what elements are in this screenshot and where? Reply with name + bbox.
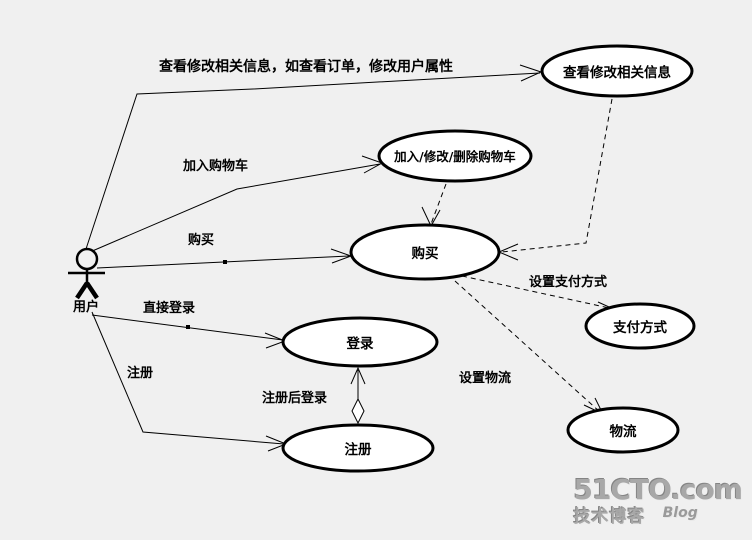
dep-cart-buy-line	[430, 183, 447, 225]
use-case-view-info: 查看修改相关信息	[540, 44, 694, 98]
edge-label-register: 注册	[127, 365, 153, 381]
edge-view-info-line	[85, 72, 541, 250]
use-case-payment-shape	[584, 302, 696, 350]
watermark-brand: 51CTO.com	[573, 473, 743, 506]
use-case-login: 登录	[281, 316, 439, 368]
line-handle-dot	[186, 325, 190, 329]
use-case-logistics-shape	[566, 406, 680, 454]
use-case-login-shape	[281, 316, 439, 368]
edge-label-view-info: 查看修改相关信息，如查看订单，修改用户属性	[159, 58, 453, 75]
use-case-register-shape	[281, 423, 435, 473]
edge-label-buy: 购买	[188, 232, 214, 248]
edge-register-line	[91, 311, 285, 445]
dep-cart-buy-arrowhead	[421, 206, 441, 228]
dep-viewinfo-buy-arrowhead	[497, 243, 519, 261]
use-case-login-label: 登录	[346, 335, 374, 352]
actor-label: 用户	[72, 299, 99, 315]
edge-view-info-arrowhead	[519, 64, 543, 82]
actor-leg-left	[75, 281, 89, 300]
use-case-register-label: 注册	[345, 441, 372, 458]
use-case-nodes: 查看修改相关信息 加入/修改/删除购物车 购买 登录 注册 支付方式	[281, 44, 696, 473]
use-case-cart-label: 加入/修改/删除购物车	[393, 149, 516, 164]
use-case-logistics: 物流	[566, 406, 680, 454]
edge-register-login-diamond	[351, 397, 365, 425]
use-case-buy-label: 购买	[412, 245, 439, 262]
watermark-tagline: 技术博客	[573, 507, 646, 527]
edge-add-to-cart-line	[89, 163, 381, 253]
edge-labels: 查看修改相关信息，如查看订单，修改用户属性 加入购物车 购买 直接登录 注册 注…	[127, 58, 607, 406]
use-case-cart: 加入/修改/删除购物车	[377, 129, 533, 183]
use-case-payment: 支付方式	[584, 302, 696, 350]
edge-label-set-logistics: 设置物流	[459, 370, 511, 386]
use-case-buy-shape	[349, 223, 501, 281]
watermark-blog-badge: Blog	[662, 505, 698, 521]
actor-leg-right	[85, 281, 99, 300]
dep-viewinfo-buy-line	[501, 98, 613, 253]
use-case-cart-shape	[377, 129, 533, 183]
edge-label-set-payment: 设置支付方式	[529, 274, 607, 290]
edge-label-add-to-cart: 加入购物车	[182, 158, 248, 174]
use-case-register: 注册	[281, 423, 435, 473]
edge-register-login-arrowhead	[350, 366, 366, 385]
use-case-payment-label: 支付方式	[612, 319, 667, 336]
dep-buy-payment-line	[461, 275, 615, 310]
use-case-logistics-label: 物流	[610, 423, 638, 440]
line-handle-dot	[223, 260, 227, 264]
edge-label-direct-login: 直接登录	[143, 300, 195, 316]
actor-head	[75, 247, 99, 271]
use-case-buy: 购买	[349, 223, 501, 281]
dep-buy-logistics-line	[454, 280, 601, 413]
use-case-view-info-shape	[540, 44, 694, 98]
actor-user: 用户	[68, 247, 105, 315]
use-case-view-info-label: 查看修改相关信息	[563, 64, 671, 81]
edge-label-register-then-login: 注册后登录	[262, 390, 327, 406]
site-watermark: 51CTO.com 技术博客 Blog	[573, 473, 743, 527]
